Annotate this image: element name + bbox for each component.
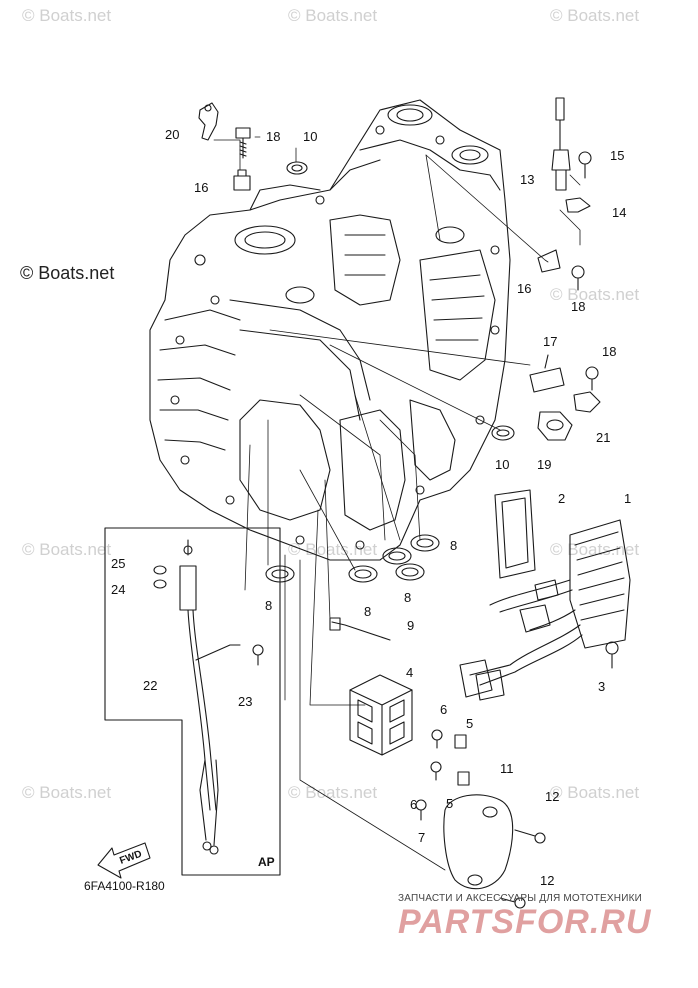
part-16-bracket — [537, 249, 561, 273]
part-22-cable — [179, 539, 241, 855]
callout-14: 14 — [612, 205, 626, 220]
leader-lines — [213, 136, 581, 871]
callout-18a: 18 — [266, 129, 280, 144]
callout-25: 25 — [111, 556, 125, 571]
watermark: © Boats.net — [22, 6, 112, 25]
callout-22: 22 — [143, 678, 157, 693]
callout-11: 11 — [500, 761, 514, 776]
part-20-sensor — [198, 102, 219, 141]
callout-15: 15 — [610, 148, 624, 163]
part-6-screw — [430, 761, 442, 781]
callout-18b: 18 — [571, 299, 585, 314]
watermark: © Boats.net — [288, 540, 378, 559]
callout-23: 23 — [238, 694, 252, 709]
callout-12b: 12 — [540, 873, 554, 888]
part-6-screw — [431, 729, 443, 749]
callout-1: 1 — [624, 491, 631, 506]
watermark: © Boats.net — [288, 6, 378, 25]
part-24-nut — [153, 579, 167, 589]
part-18-bolt — [235, 127, 251, 159]
part-5-clip — [454, 734, 467, 749]
part-13-sensor — [551, 97, 571, 191]
part-12-bolt — [514, 829, 546, 844]
watermark: © Boats.net — [550, 6, 640, 25]
watermark: © Boats.net — [550, 540, 640, 559]
watermark: © Boats.net — [550, 783, 640, 802]
part-8-clamp — [410, 534, 440, 552]
part-12-bolt — [499, 897, 526, 909]
watermark: © Boats.net — [22, 540, 112, 559]
callout-6b: 6 — [410, 797, 417, 812]
watermark: © Boats.net — [22, 783, 112, 802]
callout-16a: 16 — [194, 180, 208, 195]
part-23-bolt — [252, 644, 264, 666]
fwd-arrow-icon — [97, 842, 151, 879]
callout-12a: 12 — [545, 789, 559, 804]
callout-20: 20 — [165, 127, 179, 142]
part-1-ecu — [459, 519, 631, 701]
callout-17: 17 — [543, 334, 557, 349]
part-14-bracket — [565, 197, 591, 213]
part-9-cable-tie — [329, 617, 391, 641]
part-19-sensor — [537, 411, 573, 441]
part-17-bracket — [529, 354, 565, 393]
callout-18c: 18 — [602, 344, 616, 359]
part-3-bolt — [605, 641, 619, 669]
part-10-clamp — [286, 161, 308, 175]
part-10-clamp — [491, 425, 515, 441]
callout-5b: 5 — [446, 796, 453, 811]
callout-4: 4 — [406, 665, 413, 680]
part-25-washer — [153, 565, 167, 575]
part-7-screw — [415, 799, 427, 821]
part-18-bolt — [571, 265, 585, 291]
callout-16b: 16 — [517, 281, 531, 296]
callout-24: 24 — [111, 582, 125, 597]
ap-label: AP — [258, 855, 275, 869]
callout-numbers: 1 2 3 4 5 5 6 6 7 8 8 8 8 8 9 10 10 11 1… — [111, 127, 631, 888]
part-18-bolt — [585, 366, 599, 391]
watermark: © Boats.net — [550, 285, 640, 304]
callout-21: 21 — [596, 430, 610, 445]
part-4-fuse-block — [349, 674, 413, 756]
boats-net-watermark: © Boats.net — [20, 263, 115, 283]
part-2-gasket — [494, 489, 536, 579]
part-11-cover — [443, 794, 514, 890]
callout-8c: 8 — [404, 590, 411, 605]
callout-10a: 10 — [303, 129, 317, 144]
watermark: © Boats.net — [288, 783, 378, 802]
callout-10b: 10 — [495, 457, 509, 472]
part-8-clamp — [382, 547, 412, 565]
callout-8d: 8 — [450, 538, 457, 553]
callout-19: 19 — [537, 457, 551, 472]
callout-5a: 5 — [466, 716, 473, 731]
footer-brand-logo: PARTSFOR.RU — [398, 903, 652, 941]
callout-13: 13 — [520, 172, 534, 187]
footer-tagline: ЗАПЧАСТИ И АКСЕССУАРЫ ДЛЯ МОТОТЕХНИКИ — [398, 893, 643, 904]
ap-inset-frame — [104, 527, 281, 876]
part-8-clamp — [395, 563, 425, 581]
engine-block — [149, 99, 511, 561]
callout-9: 9 — [407, 618, 414, 633]
callout-8a: 8 — [265, 598, 272, 613]
callout-3: 3 — [598, 679, 605, 694]
part-8-clamp — [348, 565, 378, 583]
part-15-bolt — [578, 151, 592, 179]
part-21-sensor — [573, 391, 601, 413]
diagram-code: 6FA4100-R180 — [84, 879, 165, 893]
callout-7: 7 — [418, 830, 425, 845]
callout-6a: 6 — [440, 702, 447, 717]
part-5-clip — [457, 771, 470, 786]
part-16-bracket — [233, 169, 251, 191]
callout-2: 2 — [558, 491, 565, 506]
callout-8b: 8 — [364, 604, 371, 619]
